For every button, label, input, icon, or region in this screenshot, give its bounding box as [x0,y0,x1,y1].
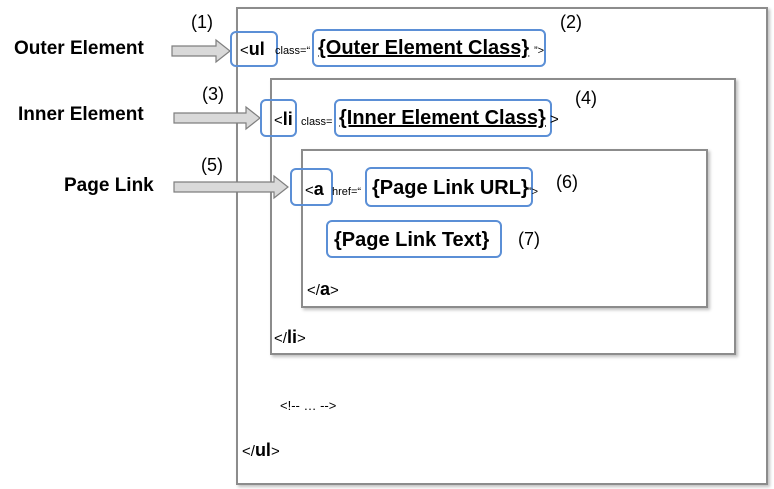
page-link-text-highlight [326,220,502,258]
a-tag-highlight [290,168,333,206]
page-link-arrow [173,174,289,200]
page-link-text-placeholder: {Page Link Text} [334,229,490,251]
number-4: (4) [575,88,597,108]
outer-element-class-placeholder: {Outer Element Class} [318,37,530,59]
number-5: (5) [201,155,223,175]
number-7: (7) [518,229,540,249]
ul-tag-highlight [230,31,278,67]
li-tag-name: li [282,109,293,129]
ul-open-tag: <ul [240,39,265,59]
li-closing-tag: </li> [274,327,306,347]
number-3: (3) [202,84,224,104]
inner-element-label: Inner Element [18,104,144,125]
page-link-url-placeholder: {Page Link URL} [372,177,529,199]
page-link-label: Page Link [64,175,154,196]
a-closing-tag: </a> [307,279,339,299]
html-comment: <!-- … --> [280,398,337,413]
a-open-tag: <a [305,179,324,199]
a-close-bracket: ”> [528,186,539,198]
li-open-tag: <li [274,109,293,129]
ul-tag-name: ul [248,39,265,59]
outer-element-label: Outer Element [14,38,144,59]
page-link-box [301,149,708,308]
number-2: (2) [560,12,582,32]
ul-closing-tag: </ul> [242,440,280,460]
inner-class-highlight [334,99,552,137]
outer-element-arrow [171,38,231,64]
a-href-attr: href=“ [332,186,362,198]
inner-element-arrow [173,105,261,131]
inner-element-class-placeholder: {Inner Element Class} [339,107,546,129]
ul-close-bracket: ”> [534,45,545,57]
page-link-url-highlight [365,167,533,207]
a-tag-name: a [313,179,324,199]
number-1: (1) [191,12,213,32]
ul-class-attr: class=“ [275,45,311,57]
number-6: (6) [556,172,578,192]
outer-class-highlight [312,29,546,67]
li-close-bracket: > [550,111,559,128]
li-class-attr: class= [301,116,333,128]
li-tag-highlight [260,99,297,137]
